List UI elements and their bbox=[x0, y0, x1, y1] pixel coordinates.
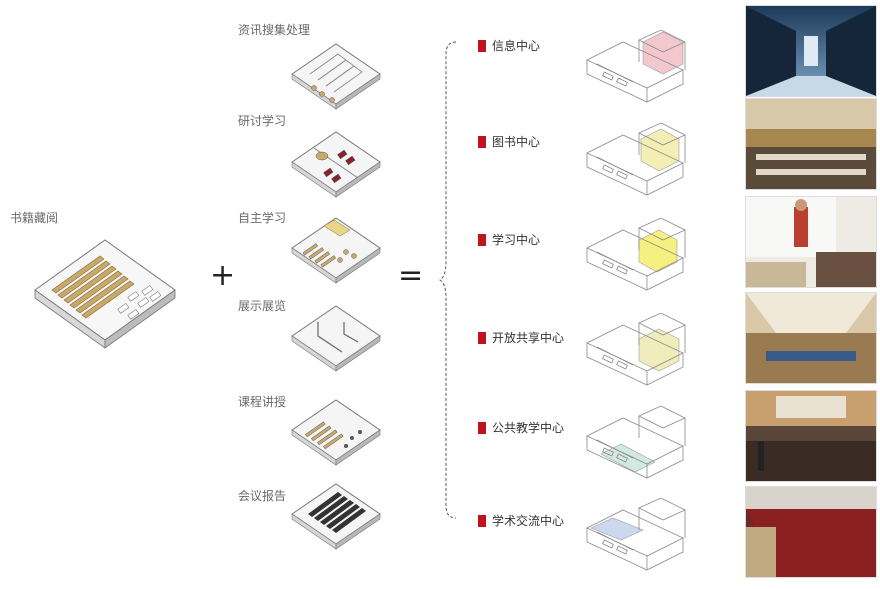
center-label: 公共教学中心 bbox=[492, 421, 565, 435]
function-label-lecture: 课程讲授 bbox=[238, 395, 287, 409]
function-plan-info bbox=[288, 38, 383, 113]
photo-open-commons bbox=[745, 292, 877, 384]
center-row-info: 信息中心 bbox=[478, 37, 540, 54]
photo-study-room bbox=[745, 196, 877, 288]
function-label-conference: 会议报告 bbox=[238, 489, 287, 503]
center-row-library: 图书中心 bbox=[478, 133, 540, 150]
center-label: 学习中心 bbox=[492, 233, 541, 247]
function-plan-self-study bbox=[288, 212, 383, 287]
plus-sign: + bbox=[210, 258, 236, 293]
function-plan-lecture bbox=[288, 394, 383, 469]
left-label: 书籍藏阅 bbox=[10, 211, 59, 225]
red-marker-icon bbox=[478, 233, 486, 246]
building-diagram bbox=[583, 218, 693, 294]
building-diagram bbox=[583, 123, 693, 199]
red-marker-icon bbox=[478, 135, 486, 148]
function-label-seminar: 研讨学习 bbox=[238, 114, 287, 128]
red-marker-icon bbox=[478, 39, 486, 52]
photo-library bbox=[745, 98, 877, 190]
equals-sign: = bbox=[398, 258, 424, 293]
center-label: 学术交流中心 bbox=[492, 514, 565, 528]
center-row-teaching: 公共教学中心 bbox=[478, 419, 564, 436]
grouping-brace bbox=[439, 41, 457, 519]
red-marker-icon bbox=[478, 421, 486, 434]
photo-data-center bbox=[745, 5, 877, 97]
building-diagram bbox=[583, 406, 693, 482]
building-diagram bbox=[583, 498, 693, 574]
photo-lecture-hall bbox=[745, 390, 877, 482]
center-label: 开放共享中心 bbox=[492, 331, 565, 345]
center-row-open-share: 开放共享中心 bbox=[478, 329, 564, 346]
photo-auditorium bbox=[745, 486, 877, 578]
function-label-exhibition: 展示展览 bbox=[238, 299, 287, 313]
center-label: 信息中心 bbox=[492, 39, 541, 53]
building-diagram bbox=[583, 313, 693, 389]
book-reading-plan bbox=[30, 232, 180, 352]
center-label: 图书中心 bbox=[492, 135, 541, 149]
function-label-self-study: 自主学习 bbox=[238, 211, 287, 225]
red-marker-icon bbox=[478, 331, 486, 344]
function-plan-exhibition bbox=[288, 300, 383, 375]
center-row-academic: 学术交流中心 bbox=[478, 512, 564, 529]
building-diagram bbox=[583, 30, 693, 106]
function-label-info: 资讯搜集处理 bbox=[238, 23, 311, 37]
red-marker-icon bbox=[478, 514, 486, 527]
center-row-study: 学习中心 bbox=[478, 231, 540, 248]
function-plan-conference bbox=[288, 478, 383, 553]
function-plan-seminar bbox=[288, 126, 383, 201]
